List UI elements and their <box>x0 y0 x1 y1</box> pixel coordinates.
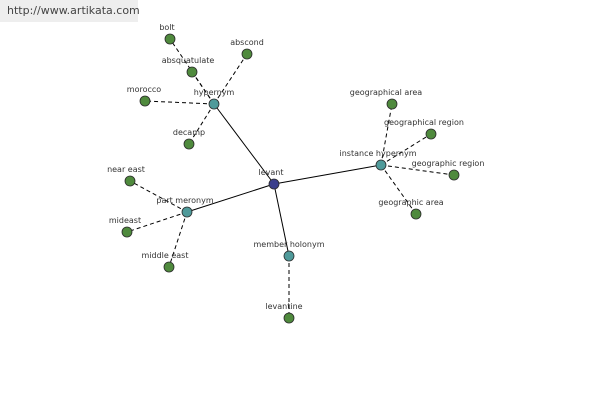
node-label-abscond[interactable]: abscond <box>230 38 264 47</box>
node-label-bolt[interactable]: bolt <box>159 23 174 32</box>
node-label-absquatulate[interactable]: absquatulate <box>162 56 215 65</box>
node-label-middle-east[interactable]: middle east <box>142 251 189 260</box>
node-geographic-area[interactable] <box>410 208 422 220</box>
edge-levant-to-hypernym <box>213 103 275 185</box>
node-geographic-region[interactable] <box>448 169 460 181</box>
node-geographical-region[interactable] <box>425 128 437 140</box>
edge-instance-hypernym-to-geographic-region <box>380 164 455 176</box>
node-label-geographic-region[interactable]: geographic region <box>412 159 485 168</box>
node-levantine[interactable] <box>283 312 295 324</box>
node-geographical-area[interactable] <box>386 98 398 110</box>
edge-part-meronym-to-near-east <box>129 180 188 213</box>
node-label-mideast[interactable]: mideast <box>109 216 141 225</box>
graph-edges <box>126 38 455 318</box>
node-member-holonym[interactable] <box>283 250 295 262</box>
edge-part-meronym-to-mideast <box>126 211 188 233</box>
node-decamp[interactable] <box>183 138 195 150</box>
node-instance-hypernym[interactable] <box>375 159 387 171</box>
edge-levant-to-member-holonym <box>273 183 290 257</box>
node-bolt[interactable] <box>164 33 176 45</box>
site-banner: http://www.artikata.com <box>0 0 140 22</box>
site-url-link[interactable]: http://www.artikata.com <box>7 4 140 17</box>
node-label-levantine[interactable]: levantine <box>265 302 302 311</box>
node-label-geographical-region[interactable]: geographical region <box>384 118 464 127</box>
edge-instance-hypernym-to-geographic-area <box>380 164 417 215</box>
edge-hypernym-to-abscond <box>213 53 248 105</box>
node-middle-east[interactable] <box>163 261 175 273</box>
node-hypernym[interactable] <box>208 98 220 110</box>
node-absquatulate[interactable] <box>186 66 198 78</box>
edge-instance-hypernym-to-geographical-region <box>380 133 432 166</box>
graph-nodes <box>121 33 460 324</box>
node-label-member-holonym[interactable]: member holonym <box>253 240 324 249</box>
edge-hypernym-to-bolt <box>169 38 215 105</box>
graph-labels: levant hypernym part meronym member holonym… <box>107 23 484 311</box>
node-part-meronym[interactable] <box>181 206 193 218</box>
node-label-hypernym[interactable]: hypernym <box>194 88 235 97</box>
node-label-geographical-area[interactable]: geographical area <box>350 88 423 97</box>
node-mideast[interactable] <box>121 226 133 238</box>
edge-levant-to-part-meronym <box>186 183 275 213</box>
node-label-geographic-area[interactable]: geographic area <box>378 198 443 207</box>
node-abscond[interactable] <box>241 48 253 60</box>
edge-levant-to-instance-hypernym <box>273 164 382 185</box>
node-label-morocco[interactable]: morocco <box>127 85 161 94</box>
edge-instance-hypernym-to-geographical-area <box>380 103 393 166</box>
node-label-near-east[interactable]: near east <box>107 165 145 174</box>
node-label-part-meronym[interactable]: part meronym <box>156 196 213 205</box>
node-label-levant[interactable]: levant <box>259 168 284 177</box>
edge-part-meronym-to-middle-east <box>168 211 188 268</box>
node-levant[interactable] <box>268 178 280 190</box>
node-label-decamp[interactable]: decamp <box>173 128 205 137</box>
node-morocco[interactable] <box>139 95 151 107</box>
node-near-east[interactable] <box>124 175 136 187</box>
node-label-instance-hypernym[interactable]: instance hypernym <box>340 149 417 158</box>
edge-hypernym-to-decamp <box>188 103 215 145</box>
edge-hypernym-to-morocco <box>144 100 215 105</box>
